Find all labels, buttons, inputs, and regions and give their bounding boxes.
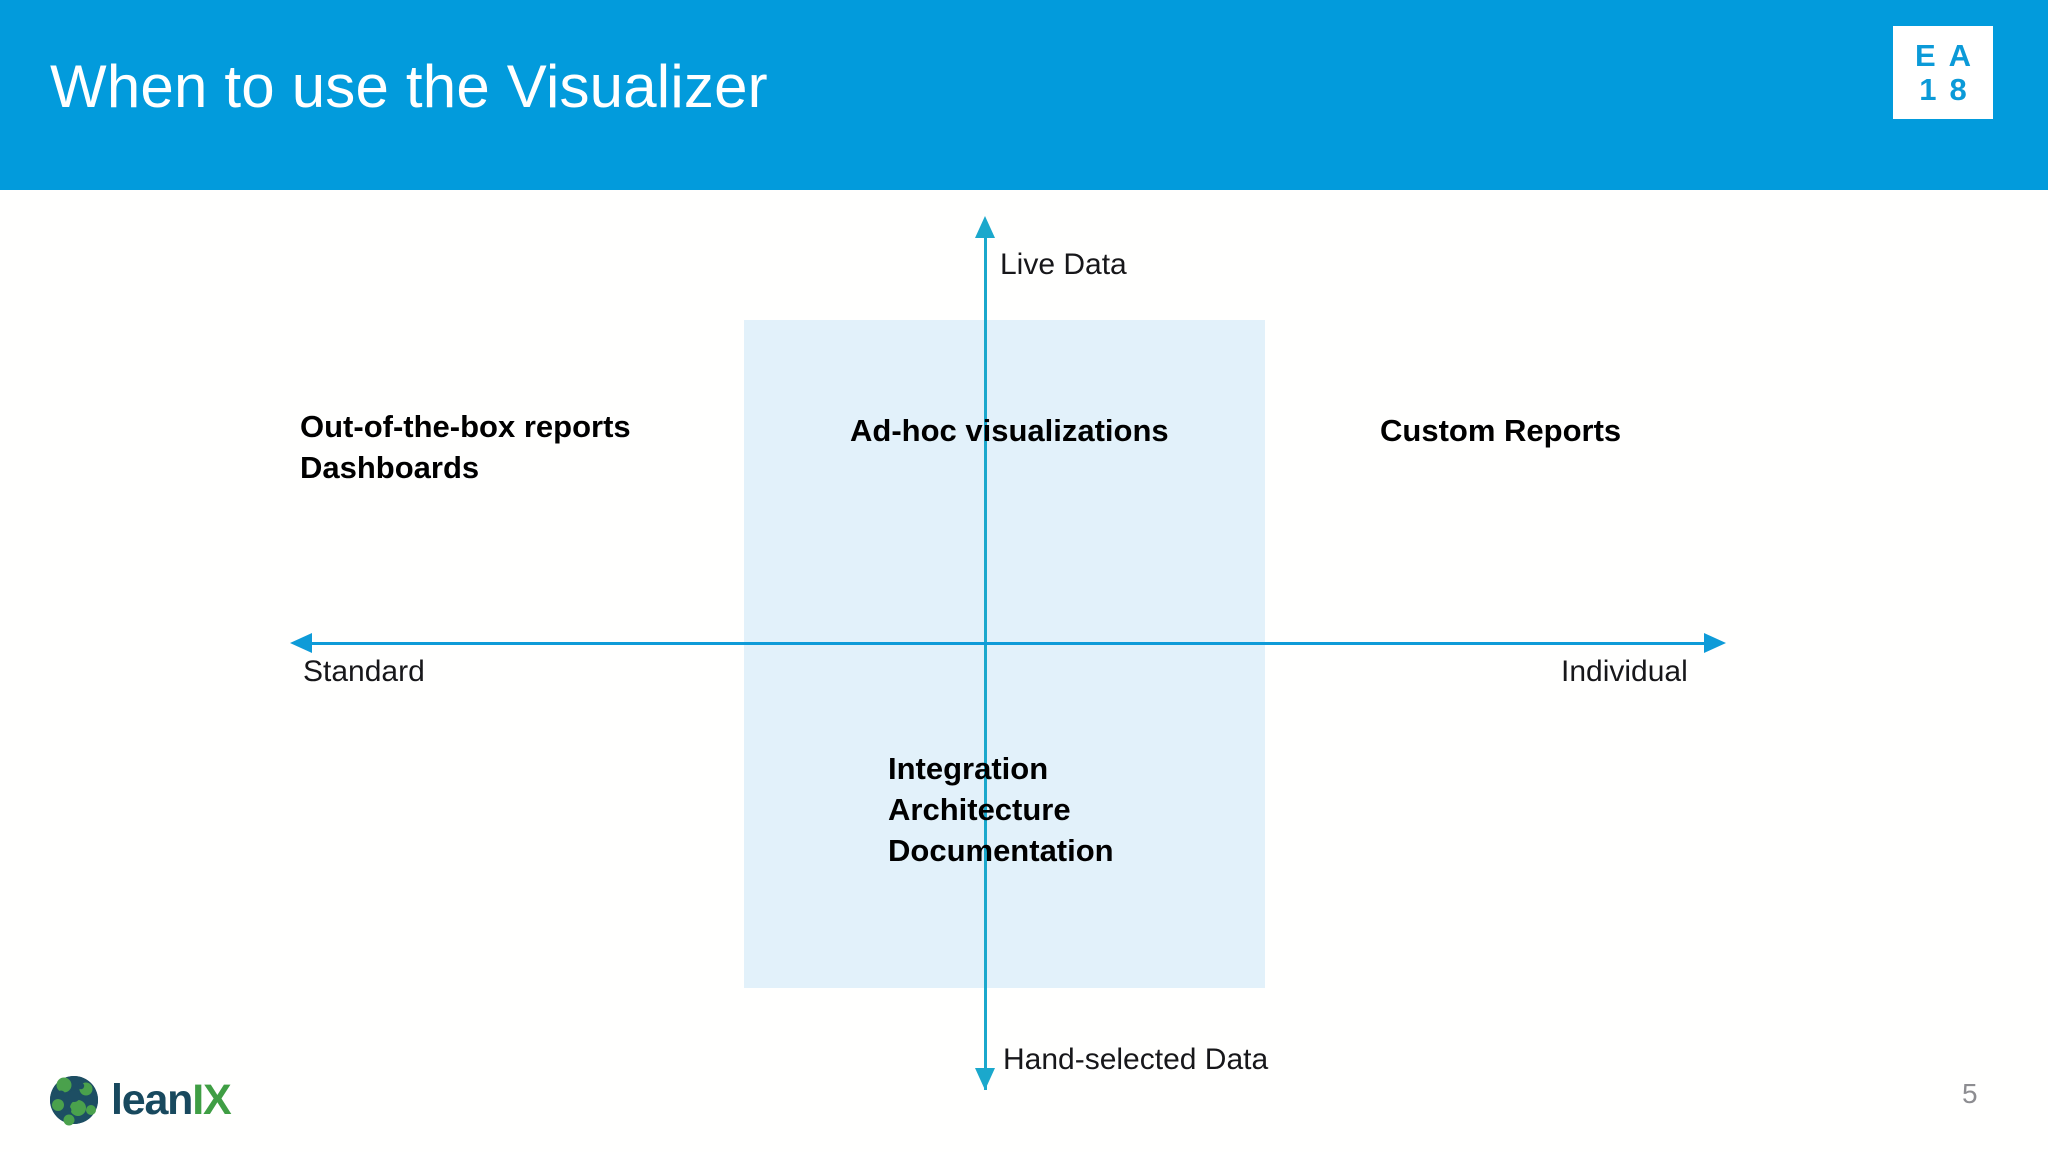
quadrant-label-line: Architecture	[888, 791, 1071, 827]
quadrant-label-line: Ad-hoc visualizations	[850, 413, 1169, 448]
y-axis-arrow-down-icon	[975, 1068, 995, 1090]
quadrant-label-line: Integration	[888, 751, 1049, 786]
y-axis-arrow-up-icon	[975, 216, 995, 238]
quadrant-label-upper-right: Custom Reports	[1380, 411, 1621, 452]
y-axis-line	[984, 230, 987, 1090]
quadrant-label-upper-center: Ad-hoc visualizations	[850, 411, 1169, 452]
ea18-letter-e: E	[1914, 38, 1936, 74]
leanix-wordmark-ix: IX	[192, 1075, 231, 1124]
ea18-logo-row-top: E A	[1914, 38, 1972, 74]
leanix-mark-icon	[50, 1076, 98, 1126]
ea18-digit-1: 1	[1919, 71, 1937, 107]
leanix-wordmark: leanIX	[111, 1075, 232, 1124]
y-axis-label-bottom: Hand-selected Data	[1003, 1043, 1269, 1076]
ea18-logo-row-bottom: 1 8	[1919, 71, 1967, 107]
header-bar	[0, 0, 2048, 190]
x-axis-label-left: Standard	[303, 655, 425, 688]
quadrant-label-line: Custom Reports	[1380, 413, 1622, 448]
x-axis-arrow-right-icon	[1704, 633, 1726, 653]
quadrant-chart	[0, 190, 2048, 1152]
leanix-wordmark-lean: lean	[111, 1075, 193, 1124]
x-axis-line	[310, 642, 1710, 645]
quadrant-label-line: Dashboards	[300, 449, 480, 485]
page-title: When to use the Visualizer	[50, 53, 768, 120]
page-number: 5	[1962, 1078, 1978, 1109]
quadrant-label-upper-left: Out-of-the-box reports Dashboards	[300, 407, 631, 489]
leanix-logo: leanIX	[48, 1074, 232, 1126]
quadrant-label-line: Out-of-the-box reports	[300, 409, 631, 444]
y-axis-label-top: Live Data	[1000, 248, 1127, 281]
ea18-digit-8: 8	[1949, 71, 1967, 107]
quadrant-label-line: Documentation	[888, 832, 1114, 868]
x-axis-label-right: Individual	[1561, 655, 1688, 688]
quadrant-label-lower-center: Integration Architecture Documentation	[888, 749, 1114, 872]
ea18-logo: E A 1 8	[1893, 26, 1993, 119]
x-axis-arrow-left-icon	[290, 633, 312, 653]
ea18-letter-a: A	[1948, 38, 1972, 74]
highlight-band-visualizer-sweet-spot	[744, 320, 1265, 988]
